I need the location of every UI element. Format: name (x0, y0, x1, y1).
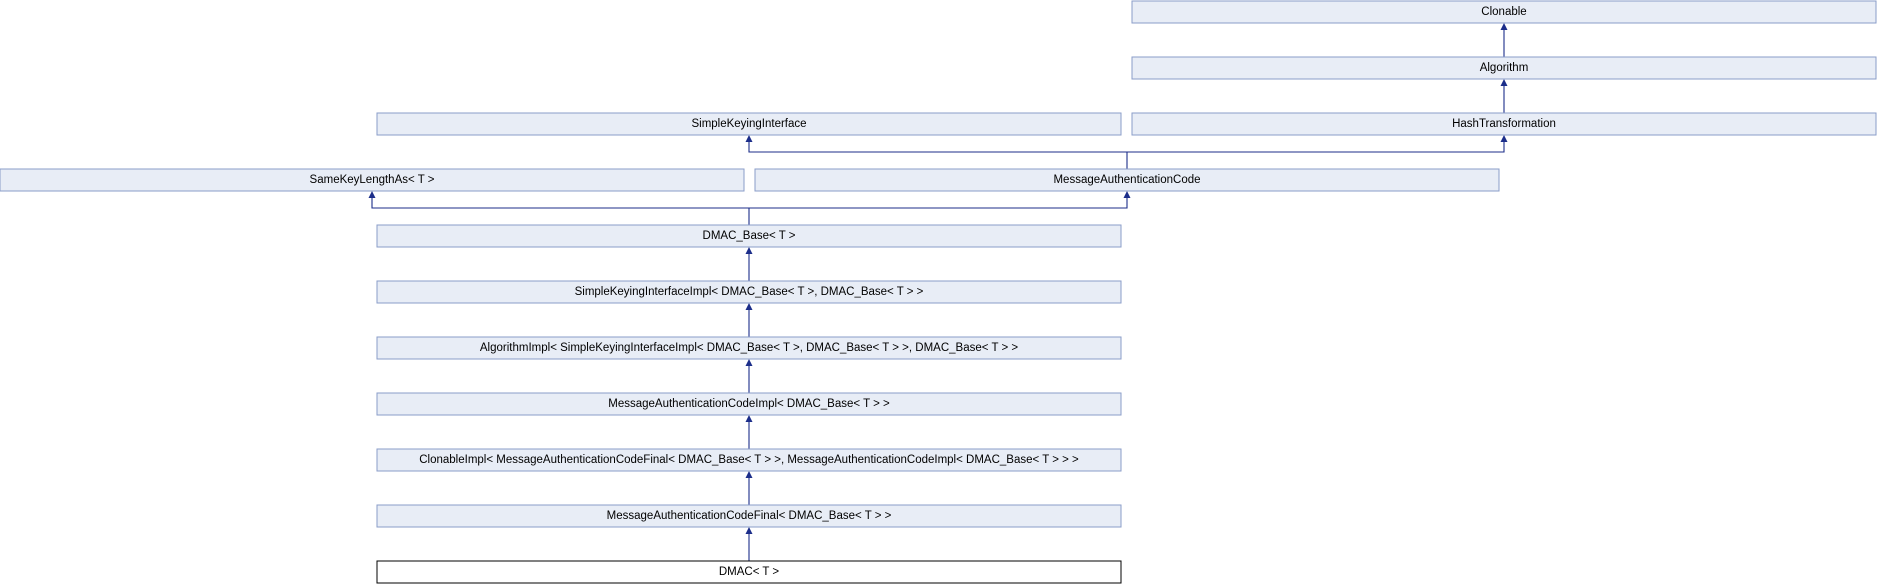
arrowhead-icon (745, 135, 753, 142)
node-label: SameKeyLengthAs< T > (310, 174, 435, 186)
node-clonable[interactable]: Clonable (1131, 0, 1877, 24)
arrowhead-icon (745, 471, 753, 478)
node-label: MessageAuthenticationCodeImpl< DMAC_Base… (608, 398, 890, 410)
node-algorithm[interactable]: Algorithm (1131, 56, 1877, 80)
edge-dmacbase-to-mac (749, 197, 1128, 209)
node-simple-keying-interface[interactable]: SimpleKeyingInterface (376, 112, 1122, 136)
node-label: MessageAuthenticationCode (1053, 174, 1200, 186)
arrowhead-icon (745, 359, 753, 366)
edge-mac-to-hashtransformation (1127, 141, 1505, 153)
node-label: SimpleKeyingInterface (691, 118, 806, 130)
node-label: DMAC< T > (719, 566, 780, 578)
arrowhead-icon (745, 415, 753, 422)
arrowhead-icon (745, 303, 753, 310)
node-clonable-impl[interactable]: ClonableImpl< MessageAuthenticationCodeF… (376, 448, 1122, 472)
arrowhead-icon (1123, 191, 1131, 198)
node-hash-transformation[interactable]: HashTransformation (1131, 112, 1877, 136)
node-label: SimpleKeyingInterfaceImpl< DMAC_Base< T … (575, 286, 924, 298)
node-message-authentication-code[interactable]: MessageAuthenticationCode (754, 168, 1500, 192)
node-algorithm-impl[interactable]: AlgorithmImpl< SimpleKeyingInterfaceImpl… (376, 336, 1122, 360)
node-label: ClonableImpl< MessageAuthenticationCodeF… (419, 454, 1079, 466)
arrowhead-icon (1500, 79, 1508, 86)
node-label: MessageAuthenticationCodeFinal< DMAC_Bas… (607, 510, 892, 522)
node-label: HashTransformation (1452, 118, 1556, 130)
edges (368, 23, 1508, 561)
node-label: Algorithm (1480, 62, 1529, 74)
arrowhead-icon (1500, 23, 1508, 30)
arrowhead-icon (745, 527, 753, 534)
arrowhead-icon (1500, 135, 1508, 142)
node-label: AlgorithmImpl< SimpleKeyingInterfaceImpl… (480, 342, 1018, 354)
arrowhead-icon (368, 191, 376, 198)
node-message-authentication-code-final[interactable]: MessageAuthenticationCodeFinal< DMAC_Bas… (376, 504, 1122, 528)
node-dmac-current: DMAC< T > (376, 560, 1122, 584)
arrowhead-icon (745, 247, 753, 254)
node-label: Clonable (1481, 6, 1526, 18)
node-simple-keying-interface-impl[interactable]: SimpleKeyingInterfaceImpl< DMAC_Base< T … (376, 280, 1122, 304)
node-dmac-base[interactable]: DMAC_Base< T > (376, 224, 1122, 248)
node-same-key-length-as[interactable]: SameKeyLengthAs< T > (0, 168, 745, 192)
edge-dmacbase-to-samekeylengthas (371, 197, 750, 225)
node-message-authentication-code-impl[interactable]: MessageAuthenticationCodeImpl< DMAC_Base… (376, 392, 1122, 416)
edge-mac-to-simplekeyinginterface (748, 141, 1128, 169)
node-label: DMAC_Base< T > (703, 230, 796, 242)
